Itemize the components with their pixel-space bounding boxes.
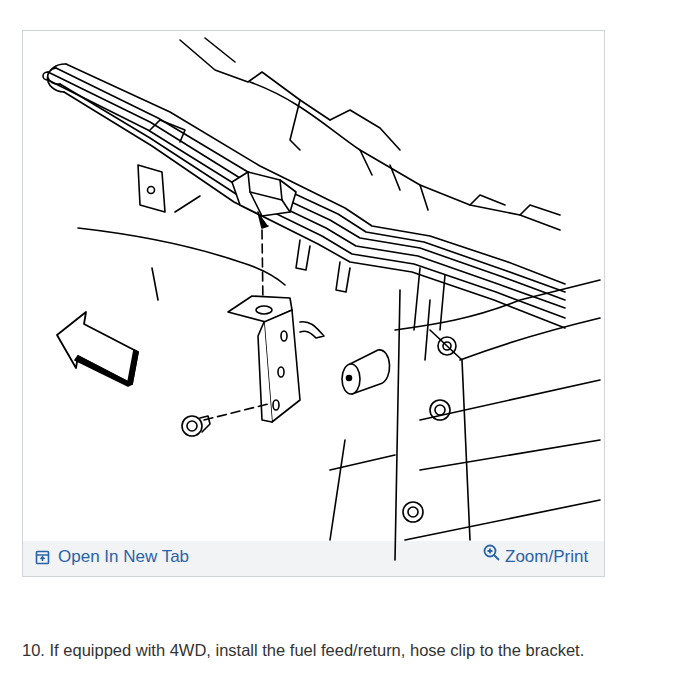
instruction-step: 10. If equipped with 4WD, install the fu…: [22, 639, 682, 661]
zoom-icon: [485, 546, 500, 561]
image-frame: [23, 31, 605, 577]
fuel-line-drawing: [43, 38, 600, 560]
zoom-print-link: Zoom/Print: [505, 547, 588, 567]
toolbar-bar: [23, 541, 604, 576]
open-tab-icon: [37, 552, 49, 564]
open-tab-link: Open In New Tab: [58, 547, 189, 567]
